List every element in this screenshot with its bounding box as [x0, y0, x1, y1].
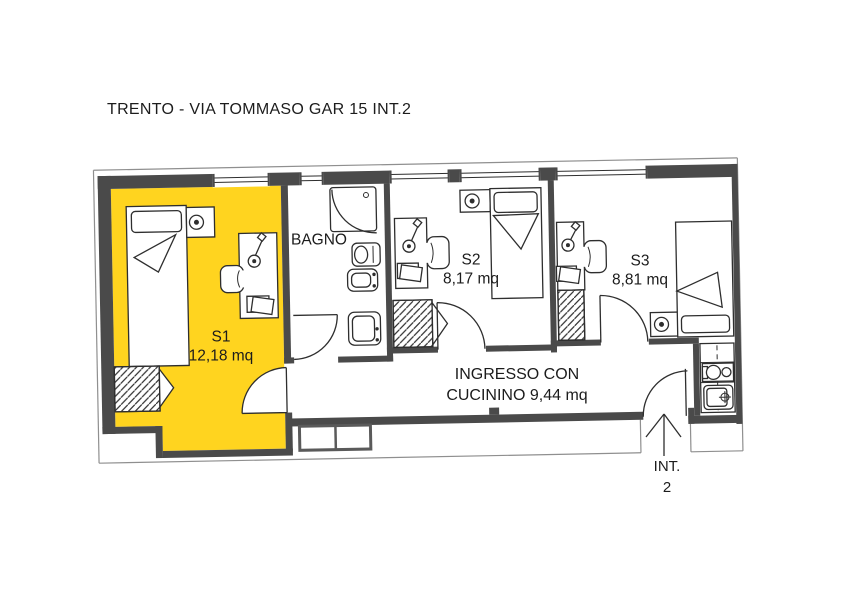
- room-name-ingresso: INGRESSO CON: [454, 366, 580, 384]
- s1-bed: [125, 204, 190, 368]
- s2-bed: [489, 186, 544, 300]
- room-label-bagno: BAGNO: [291, 231, 347, 249]
- room-label-ingresso: INGRESSO CON CUCININO 9,44 mq: [446, 365, 587, 407]
- windows: [212, 165, 648, 188]
- window-s2-left: [389, 168, 450, 185]
- s3-chair: [582, 239, 608, 274]
- plan-title: TRENTO - VIA TOMMASO GAR 15 INT.2: [107, 101, 412, 118]
- s3-wardrobe: [557, 289, 586, 342]
- bagno-sink: [347, 311, 382, 346]
- s2-desk: [393, 217, 429, 290]
- s2-nightstand: [459, 188, 491, 213]
- room-name-s3: S3: [630, 252, 650, 270]
- s2-wardrobe: [392, 299, 449, 349]
- room-name-s2: S2: [461, 251, 481, 269]
- hall-cabinet: [297, 423, 373, 452]
- window-bagno: [299, 171, 324, 186]
- s1-desk: [238, 231, 279, 320]
- s1-door: [241, 366, 288, 415]
- s3-bed: [674, 220, 735, 338]
- room-area-s3: 8,81 mq: [611, 272, 669, 289]
- s2-door: [436, 302, 486, 350]
- s3-door: [599, 294, 649, 343]
- plan-geometry: [92, 157, 744, 464]
- bagno-bidet: [346, 268, 379, 292]
- s1-chair: [219, 264, 246, 294]
- room-label-s2: S2 8,17 mq: [443, 251, 499, 290]
- entrance-door: [642, 368, 688, 417]
- entrance-label-line2: 2: [662, 479, 672, 496]
- bagno-shower: [329, 186, 378, 234]
- bagno-toilet: [351, 242, 381, 267]
- window-s3: [555, 165, 648, 181]
- window-s2-right: [459, 167, 541, 183]
- s2-chair: [424, 235, 450, 270]
- window-s1: [212, 172, 270, 188]
- s3-nightstand: [649, 311, 680, 338]
- s1-nightstand: [185, 206, 216, 239]
- bagno-door: [293, 313, 338, 361]
- s3-desk: [555, 220, 586, 292]
- entrance-label-line1: INT.: [653, 458, 681, 475]
- kitchen-sink-icon: [703, 384, 734, 411]
- room-name-s1: S1: [211, 328, 231, 346]
- room-area-ingresso: CUCININO 9,44 mq: [446, 387, 588, 404]
- entrance-arrow-icon: [645, 413, 682, 456]
- room-label-s3: S3 8,81 mq: [612, 252, 668, 291]
- cooktop-icon: [701, 362, 735, 383]
- room-label-s1: S1 12,18 mq: [189, 328, 254, 367]
- room-area-s2: 8,17 mq: [442, 271, 500, 288]
- room-area-s1: 12,18 mq: [188, 348, 254, 365]
- entrance-label: INT. 2: [654, 456, 681, 498]
- s1-wardrobe: [113, 365, 175, 413]
- kitchenette: [699, 342, 736, 414]
